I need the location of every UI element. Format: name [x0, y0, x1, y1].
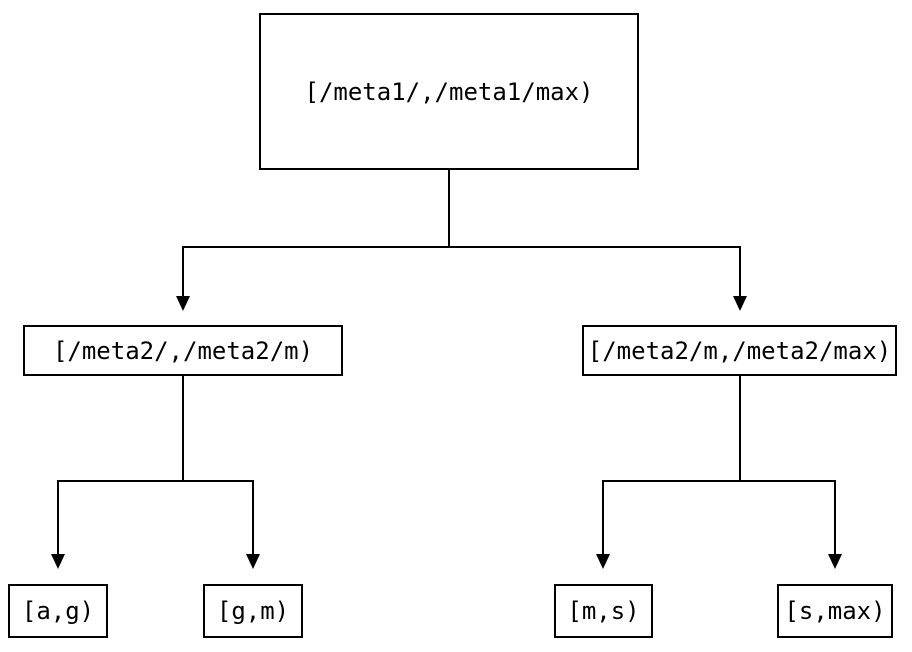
arrowhead-root-to-left: [176, 296, 190, 311]
edge-right-to-leaf-ms: [602, 376, 741, 554]
node-leaf-gm-label: [g,m): [216, 597, 290, 625]
edge-left-to-leaf-ag: [57, 376, 184, 554]
node-left-child: [/meta2/,/meta2/m): [23, 325, 343, 376]
node-leaf-ag: [a,g): [8, 584, 108, 638]
edge-root-to-right: [448, 170, 741, 296]
node-leaf-gm: [g,m): [203, 584, 303, 638]
edge-right-to-leaf-smax: [739, 376, 836, 554]
arrowhead-right-to-leaf-ms: [596, 554, 610, 569]
arrowhead-root-to-right: [733, 296, 747, 311]
edge-root-to-left: [182, 170, 450, 296]
node-leaf-ag-label: [a,g): [21, 597, 95, 625]
arrowhead-right-to-leaf-smax: [828, 554, 842, 569]
node-leaf-ms-label: [m,s): [567, 597, 640, 625]
edge-left-to-leaf-gm: [182, 376, 254, 554]
node-root-label: [/meta1/,/meta1/max): [304, 77, 594, 106]
node-leaf-smax-label: [s,max): [784, 597, 886, 625]
node-leaf-smax: [s,max): [777, 584, 893, 638]
node-root: [/meta1/,/meta1/max): [259, 13, 639, 170]
node-left-child-label: [/meta2/,/meta2/m): [52, 336, 314, 365]
arrowhead-left-to-leaf-gm: [246, 554, 260, 569]
node-right-child: [/meta2/m,/meta2/max): [582, 325, 897, 376]
arrowhead-left-to-leaf-ag: [51, 554, 65, 569]
node-right-child-label: [/meta2/m,/meta2/max): [587, 336, 892, 365]
node-leaf-ms: [m,s): [554, 584, 653, 638]
